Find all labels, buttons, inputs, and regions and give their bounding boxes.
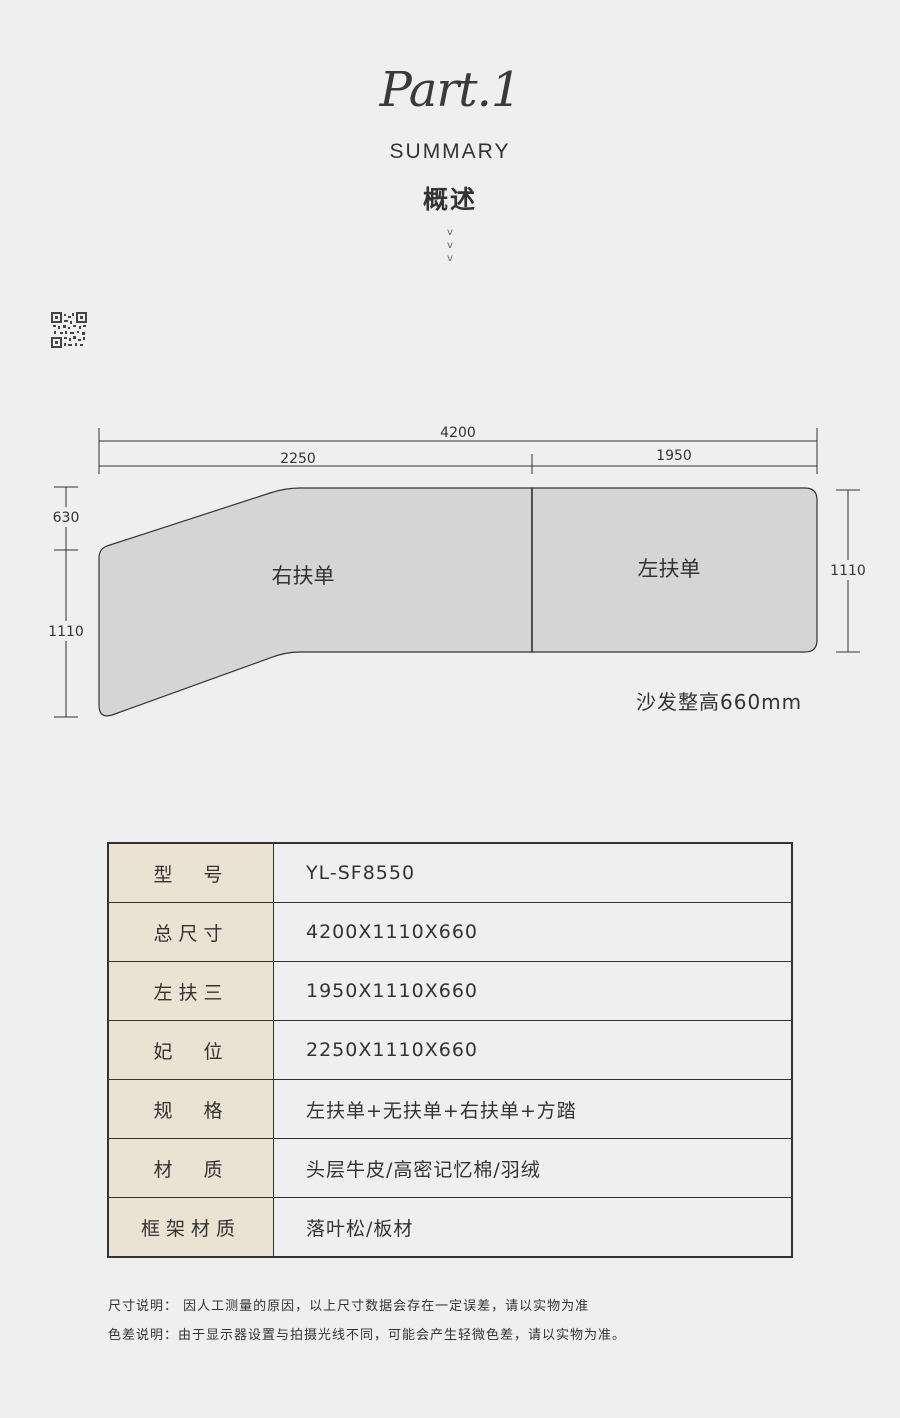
right-sofa-section [531, 487, 818, 653]
spec-label: 左扶三 [107, 961, 274, 1021]
spec-label: 框架材质 [107, 1197, 274, 1258]
spec-value: 左扶单+无扶单+右扶单+方踏 [273, 1079, 793, 1139]
specification-table: 型 号 YL-SF8550 总尺寸 4200X1110X660 左扶三 1950… [107, 842, 793, 1258]
left-top-depth-label: 630 [53, 510, 80, 526]
spec-label: 总尺寸 [107, 902, 274, 962]
chevron-down-icon: v [447, 227, 453, 238]
left-section-label: 右扶单 [272, 564, 335, 588]
spec-value: 4200X1110X660 [273, 902, 793, 962]
part-title: Part.1 [379, 62, 522, 118]
chevron-down-icon: v [447, 253, 453, 264]
scroll-down-indicator: v v v [0, 226, 900, 265]
spec-label: 规 格 [107, 1079, 274, 1139]
color-note: 色差说明：由于显示器设置与拍摄光线不同，可能会产生轻微色差，请以实物为准。 [108, 1328, 627, 1343]
spec-value: 2250X1110X660 [273, 1020, 793, 1080]
spec-label: 材 质 [107, 1138, 274, 1198]
table-row: 规 格 左扶单+无扶单+右扶单+方踏 [107, 1079, 793, 1139]
table-row: 型 号 YL-SF8550 [107, 842, 793, 903]
table-row: 框架材质 落叶松/板材 [107, 1197, 793, 1258]
left-sofa-section [98, 487, 533, 717]
spec-value: 1950X1110X660 [273, 961, 793, 1021]
sofa-dimension-diagram: 4200 2250 1950 630 1110 1110 右扶单 左扶单 [42, 425, 872, 718]
table-row: 妃 位 2250X1110X660 [107, 1020, 793, 1080]
total-width-label: 4200 [440, 425, 476, 441]
left-depth-label: 1110 [48, 624, 84, 640]
size-note: 尺寸说明： 因人工测量的原因，以上尺寸数据会存在一定误差，请以实物为准 [108, 1299, 590, 1314]
right-depth-dimension: 1110 [826, 489, 872, 653]
disclaimer-notes: 尺寸说明： 因人工测量的原因，以上尺寸数据会存在一定误差，请以实物为准 色差说明… [108, 1292, 828, 1350]
spec-label: 型 号 [107, 842, 274, 903]
spec-value: 落叶松/板材 [273, 1197, 793, 1258]
overview-heading: 概述 [422, 185, 477, 214]
table-row: 总尺寸 4200X1110X660 [107, 902, 793, 962]
total-width-dimension: 4200 [98, 425, 818, 474]
spec-value: 头层牛皮/高密记忆棉/羽绒 [273, 1138, 793, 1198]
right-width-label: 1950 [656, 448, 692, 464]
spec-label: 妃 位 [107, 1020, 274, 1080]
qr-code-icon [51, 312, 87, 348]
table-row: 左扶三 1950X1110X660 [107, 961, 793, 1021]
left-width-label: 2250 [280, 451, 316, 467]
section-width-dimension: 2250 1950 [99, 448, 817, 474]
sofa-height-note: 沙发整高660mm [636, 690, 803, 714]
table-row: 材 质 头层牛皮/高密记忆棉/羽绒 [107, 1138, 793, 1198]
right-depth-label: 1110 [830, 563, 866, 579]
chevron-down-icon: v [447, 240, 453, 251]
left-depth-dimension: 630 1110 [42, 486, 90, 718]
spec-value: YL-SF8550 [273, 842, 793, 903]
right-section-label: 左扶单 [638, 557, 701, 581]
summary-heading: SUMMARY [389, 140, 511, 163]
